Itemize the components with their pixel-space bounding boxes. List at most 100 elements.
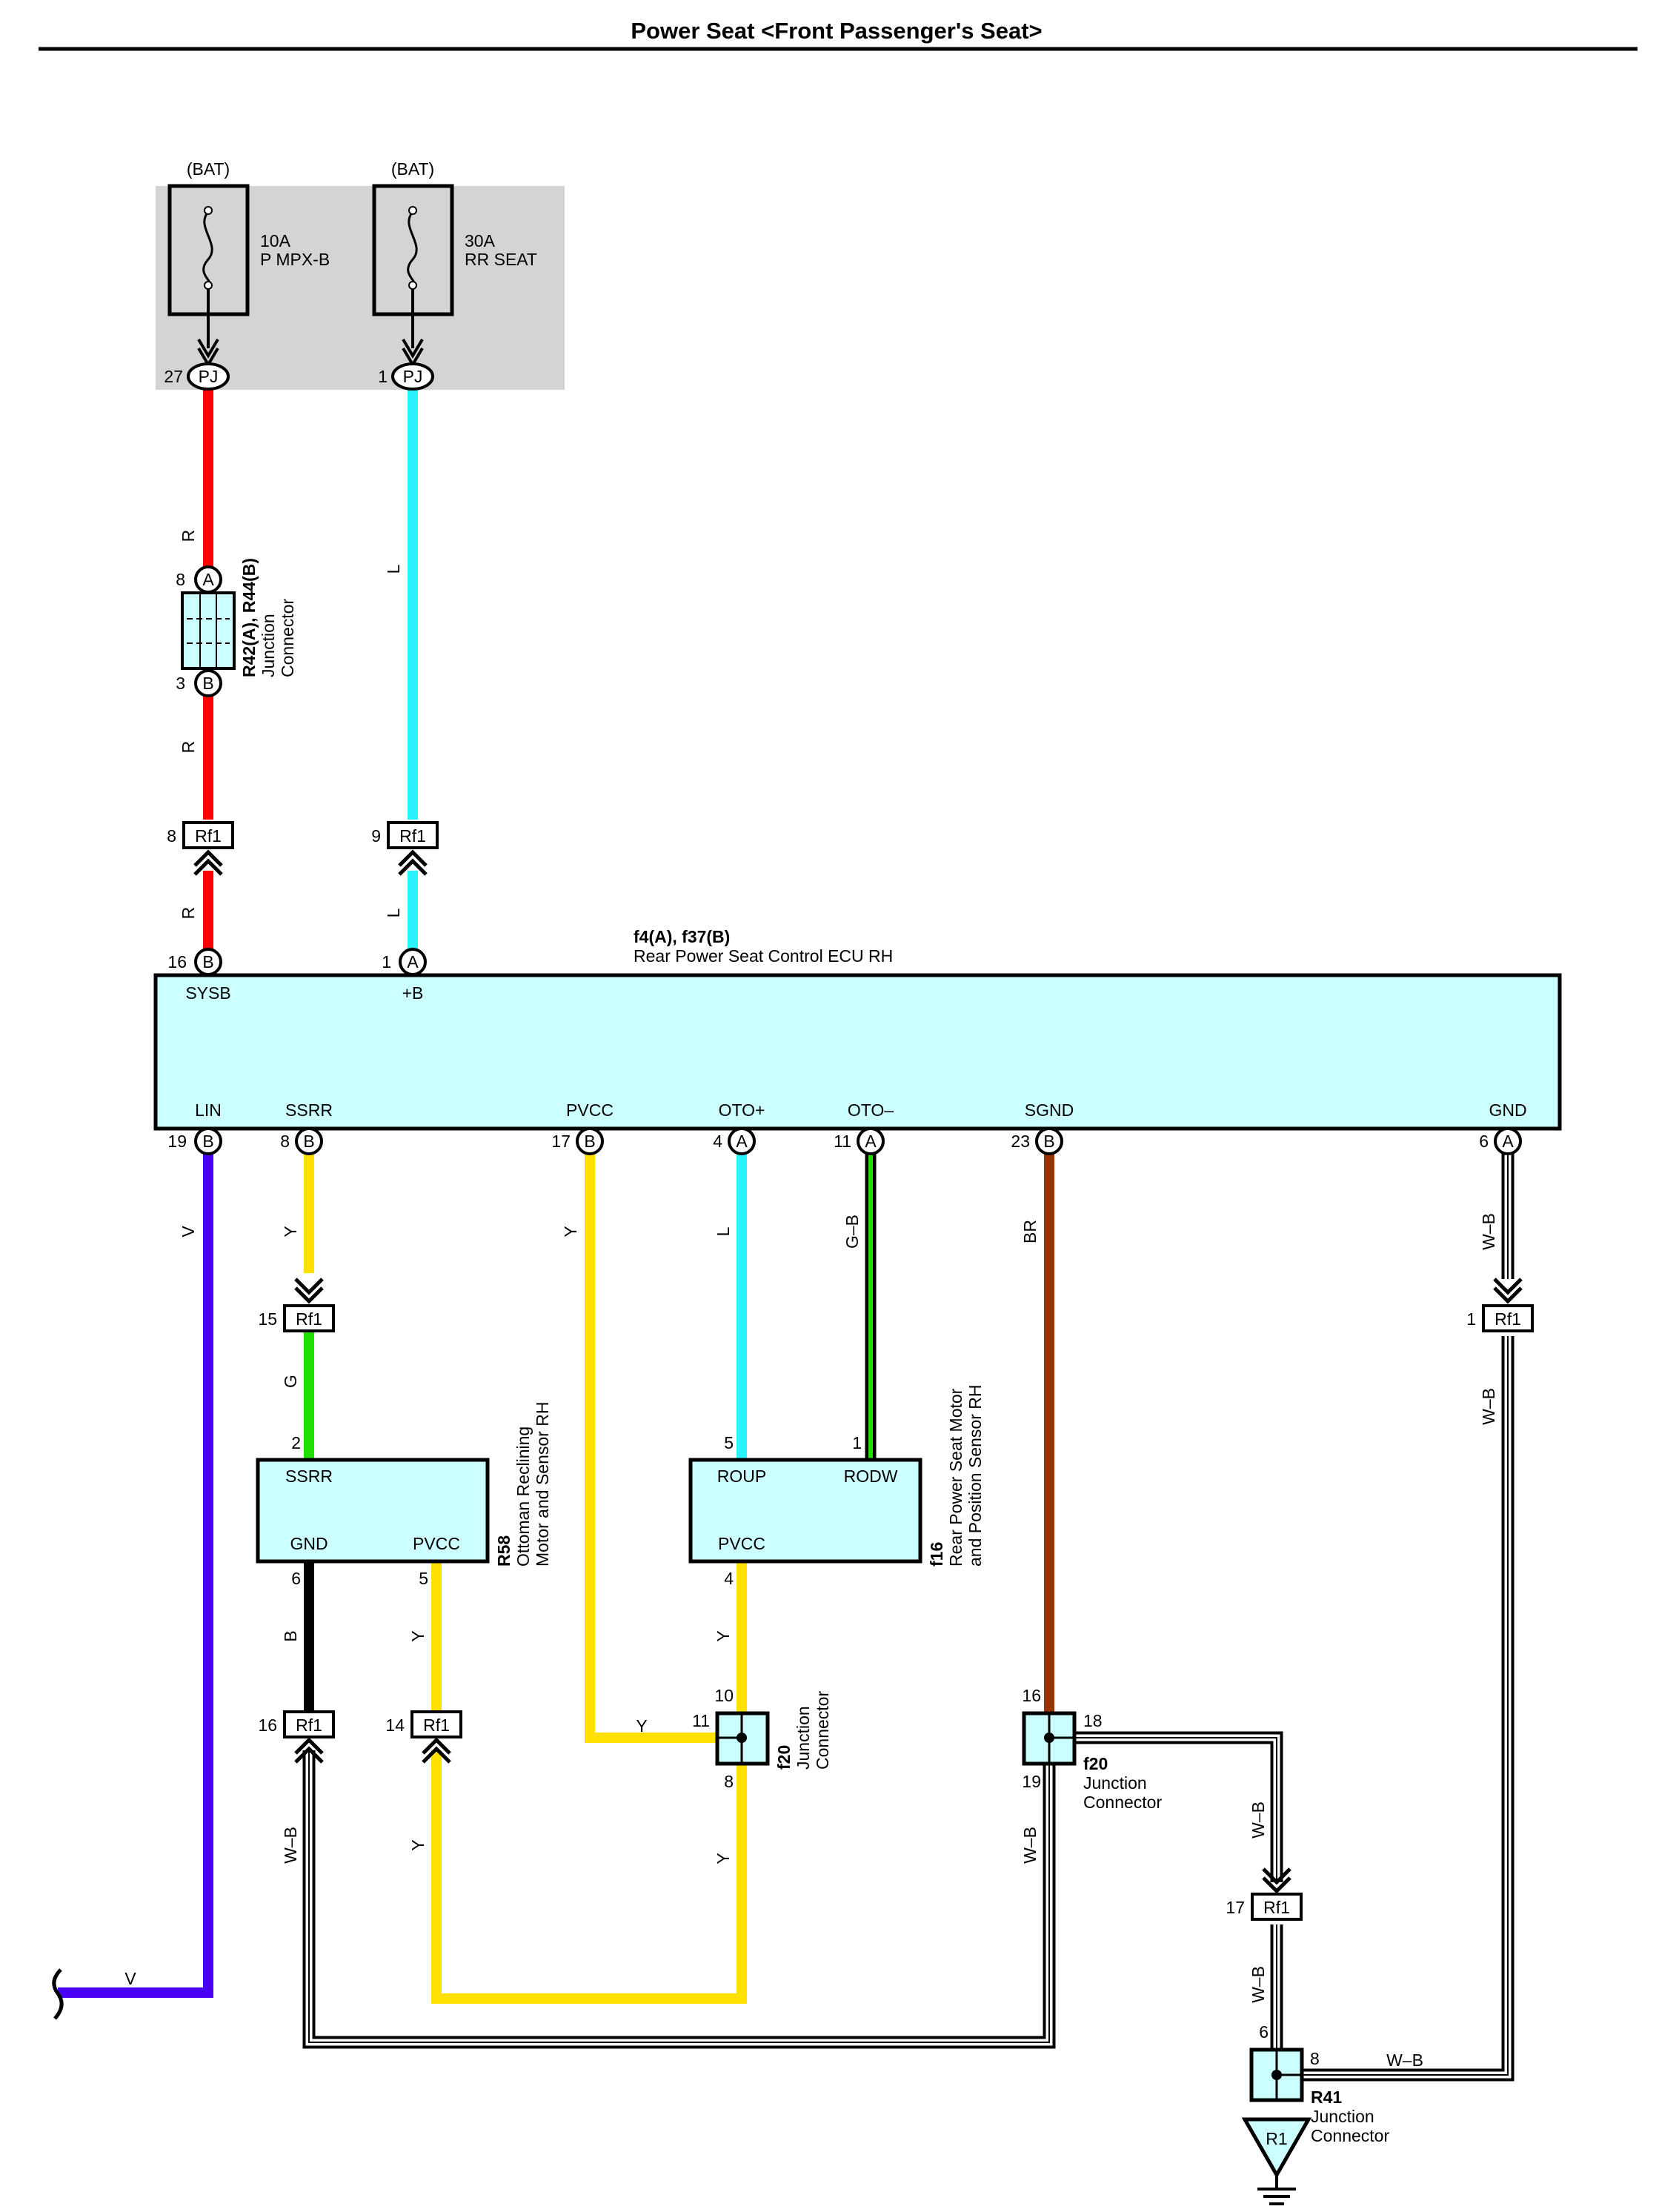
- pin-number: 5: [724, 1433, 734, 1452]
- terminal-label: RODW: [844, 1467, 898, 1486]
- wire-label: B: [281, 1630, 300, 1641]
- svg-text:B: B: [202, 1132, 213, 1151]
- rf1-pin-17: Rf1 17: [1226, 1867, 1303, 1921]
- svg-text:Junction: Junction: [1311, 2107, 1374, 2126]
- wire-yellow-pvcc: [585, 1153, 719, 1743]
- svg-text:A: A: [1502, 1132, 1514, 1151]
- r58-body: [256, 1458, 490, 1564]
- ecu-pin-gnd: GND A 6: [1479, 1100, 1527, 1155]
- wire-violet-lin: [58, 1153, 213, 1998]
- junction-r41: 6 8 R41 Junction Connector R1: [1241, 2022, 1389, 2205]
- fuse-rr-seat: (BAT) 30A RR SEAT PJ 1: [372, 159, 537, 391]
- wire-white-black-group: [302, 1153, 1515, 2082]
- pin-number: 9: [371, 826, 381, 846]
- pin-number: 4: [713, 1132, 722, 1151]
- pin-number: 4: [724, 1569, 734, 1588]
- ecu-rear-power-seat: f4(A), f37(B) Rear Power Seat Control EC…: [153, 927, 1562, 1155]
- wire-label: V: [179, 1226, 198, 1238]
- terminal-label: PVCC: [566, 1100, 614, 1120]
- connector-arrow-icon: [294, 1278, 324, 1304]
- connector-arrow-icon: [398, 849, 428, 876]
- wire-label: Y: [408, 1630, 428, 1641]
- pin-number: 17: [551, 1132, 571, 1151]
- connector-arrow-icon: [422, 1737, 451, 1764]
- pin-circle: [194, 669, 222, 697]
- fuse-source-label: (BAT): [187, 159, 230, 179]
- ecu-body: [153, 973, 1562, 1131]
- pin-number: 1: [378, 367, 388, 386]
- pin-number: 8: [176, 570, 185, 589]
- svg-text:Rf1: Rf1: [296, 1309, 322, 1329]
- component-f16: 5 1 ROUP RODW PVCC 4 f16 Rear Power Seat…: [688, 1385, 985, 1588]
- wire-label: W–B: [1249, 1966, 1268, 2003]
- terminal-label: SYSB: [185, 983, 230, 1003]
- page-title: Power Seat <Front Passenger's Seat>: [631, 18, 1042, 44]
- svg-text:Rf1: Rf1: [423, 1716, 450, 1735]
- pin-number: 16: [167, 952, 187, 972]
- svg-text:Rear Power Seat Motor: Rear Power Seat Motor: [946, 1388, 965, 1567]
- svg-text:B: B: [303, 1132, 314, 1151]
- pin-number: 3: [176, 674, 185, 693]
- svg-text:Connector: Connector: [278, 599, 297, 677]
- svg-text:B: B: [202, 674, 213, 693]
- wire-labels: R R R L L V Y G Y L G–B BR W–B W–B B Y Y…: [124, 530, 1498, 2070]
- pin-number: 8: [280, 1132, 290, 1151]
- ground-icon: [1257, 2188, 1296, 2205]
- fuse-p-mpx-b: (BAT) 10A P MPX-B PJ 27: [164, 159, 330, 391]
- svg-text:PJ: PJ: [199, 367, 219, 386]
- svg-text:Motor and Sensor RH: Motor and Sensor RH: [533, 1402, 552, 1567]
- component-code: R41: [1311, 2088, 1342, 2107]
- pin-number: 10: [714, 1686, 734, 1705]
- svg-text:A: A: [202, 570, 214, 589]
- junction-code: R42(A), R44(B): [239, 558, 259, 677]
- svg-text:Rf1: Rf1: [399, 826, 426, 846]
- svg-text:and Position Sensor RH: and Position Sensor RH: [965, 1385, 985, 1567]
- ecu-pin-pvcc: PVCC B 17: [551, 1100, 614, 1155]
- connector-arrow-icon: [193, 849, 223, 876]
- pin-number: 27: [164, 367, 183, 386]
- ground-connector-triangle: [1241, 2117, 1312, 2179]
- svg-text:A: A: [407, 952, 419, 972]
- junction-f20-left: 10 11 8 f20 Junction Connector: [692, 1686, 832, 1791]
- component-code: f20: [774, 1745, 794, 1770]
- junction-block: [181, 591, 236, 670]
- wire-label: Y: [408, 1839, 428, 1850]
- pin-number: 14: [385, 1716, 405, 1735]
- terminal-label: PVCC: [718, 1534, 765, 1553]
- rf1-pin-9: Rf1 9: [371, 821, 439, 876]
- wire-label: Y: [561, 1226, 580, 1237]
- terminal-label: +B: [402, 983, 424, 1003]
- wire-label: R: [179, 741, 198, 754]
- wire-label: W–B: [1479, 1213, 1498, 1250]
- connector-arrow-icon: [1493, 1278, 1523, 1304]
- svg-text:Junction: Junction: [1083, 1773, 1147, 1793]
- ecu-pin-ssrr: SSRR B 8: [280, 1100, 333, 1155]
- rf1-pin-16: Rf1 16: [258, 1710, 335, 1764]
- terminal-label: SSRR: [285, 1100, 333, 1120]
- wire-label: R: [179, 530, 198, 542]
- terminal-label: OTO–: [848, 1100, 894, 1120]
- wire-label: G–B: [842, 1215, 862, 1249]
- component-code: f20: [1083, 1754, 1108, 1773]
- pin-circle: [194, 948, 222, 976]
- fuse-source-label: (BAT): [391, 159, 434, 179]
- svg-text:Rf1: Rf1: [1263, 1898, 1290, 1917]
- fuse-icon: [407, 210, 418, 286]
- pin-number: 11: [834, 1132, 851, 1151]
- wire-label: R: [179, 907, 198, 920]
- fuse-name: P MPX-B: [260, 250, 330, 269]
- connector-pj: [187, 362, 230, 391]
- pin-number: 8: [167, 826, 176, 846]
- wire-label: Y: [636, 1716, 647, 1736]
- wire-label: L: [714, 1226, 733, 1236]
- svg-text:Connector: Connector: [813, 1691, 832, 1770]
- svg-text:Connector: Connector: [1311, 2126, 1389, 2145]
- terminal-label: SGND: [1025, 1100, 1074, 1120]
- pin-number: 16: [258, 1716, 277, 1735]
- pin-number: 15: [258, 1309, 277, 1329]
- ecu-pin-oto-minus: OTO– A 11: [834, 1100, 894, 1155]
- ecu-pin-sgnd: SGND B 23: [1011, 1100, 1074, 1155]
- component-code: f16: [927, 1542, 946, 1567]
- rf1-pin-1: Rf1 1: [1466, 1278, 1534, 1332]
